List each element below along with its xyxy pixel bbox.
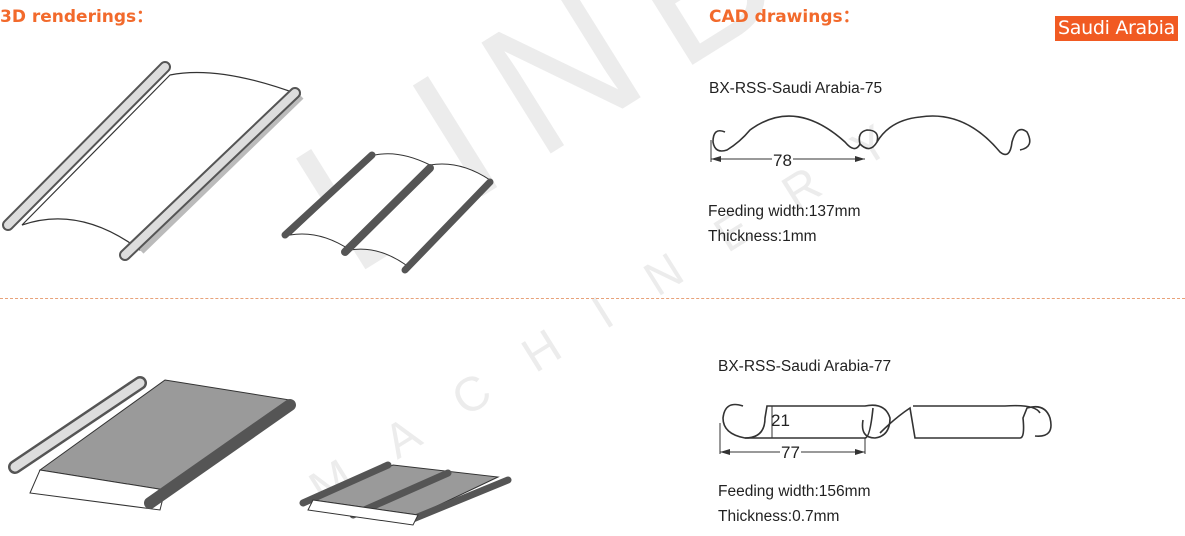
- profile-77-height-dimension: 21: [771, 411, 790, 430]
- rendering-75-small: [281, 151, 494, 274]
- renderings-heading: 3D renderings：: [0, 7, 154, 27]
- profile-77-width-dimension: 77: [780, 443, 801, 463]
- profile-77-feeding-width: Feeding width:156mm: [718, 483, 871, 500]
- profile-75-dimension: 78: [772, 151, 793, 171]
- profile-75-drawing: [710, 115, 1031, 162]
- profile-75-thickness: Thickness:1mm: [708, 228, 817, 245]
- profile-77-thickness: Thickness:0.7mm: [718, 508, 840, 525]
- profile-77-title: BX-RSS-Saudi Arabia-77: [718, 358, 892, 375]
- cad-heading: CAD drawings：: [709, 7, 860, 27]
- profile-75-title: BX-RSS-Saudi Arabia-75: [709, 80, 883, 97]
- rendering-77-small: [299, 461, 512, 526]
- profile-75-feeding-width: Feeding width:137mm: [708, 203, 861, 220]
- country-badge: Saudi Arabia: [1055, 16, 1178, 41]
- profile-77-drawing: [719, 403, 1052, 455]
- rendering-75-large: [2, 61, 304, 261]
- rendering-77-large: [8, 376, 296, 511]
- section-divider: [0, 298, 1185, 299]
